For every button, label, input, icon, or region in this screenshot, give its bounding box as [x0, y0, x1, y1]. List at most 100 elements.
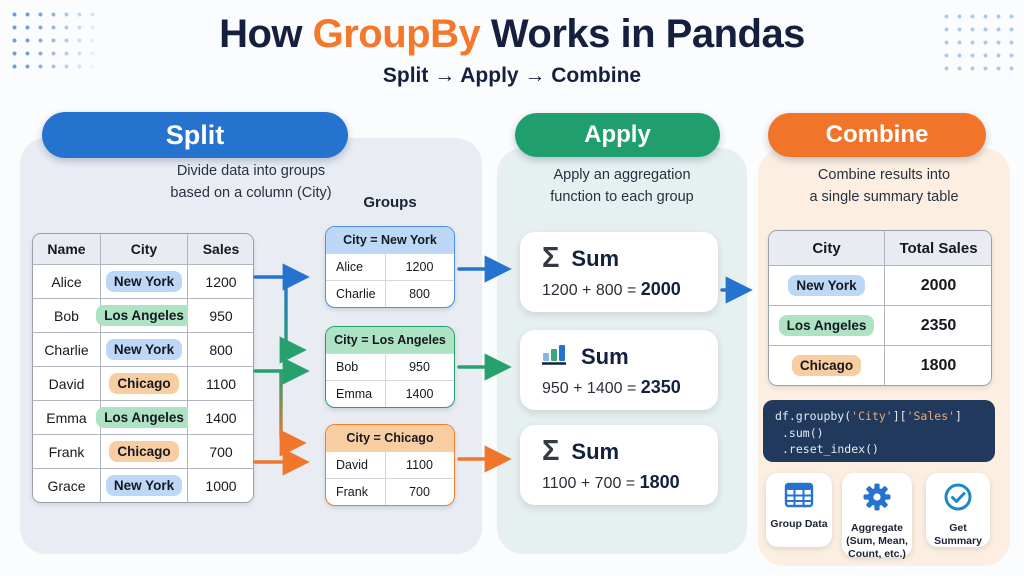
equation-text: 1200 + 800 = — [542, 282, 641, 299]
table-row: Emma Los Angeles 1400 — [33, 400, 253, 434]
group-header: City = Los Angeles — [326, 327, 454, 353]
column-header-name: Name — [33, 234, 101, 264]
apply-stage-pill: Apply — [515, 113, 720, 157]
group-row: Alice 1200 — [326, 253, 454, 280]
city-cell: New York — [769, 265, 885, 305]
city-cell: Chicago — [769, 345, 885, 385]
table-row: David Chicago 1100 — [33, 366, 253, 400]
column-header-sales: Sales — [188, 234, 253, 264]
name-cell: David — [33, 366, 101, 400]
city-highlight: Chicago — [109, 373, 179, 394]
sum-card-title: Sum — [571, 245, 620, 271]
sigma-icon: Σ — [542, 435, 560, 467]
sum-card-los-angeles: Sum 950 + 1400 = 2350 — [520, 330, 718, 410]
badge-aggregate: Aggregate (Sum, Mean, Count, etc.) — [842, 473, 912, 560]
group-table-chicago: City = Chicago David 1100 Frank 700 — [325, 424, 455, 506]
summary-row: New York 2000 — [769, 265, 991, 305]
group-row: Emma 1400 — [326, 380, 454, 407]
group-value-cell: 1100 — [406, 458, 433, 472]
group-value-cell: 1200 — [405, 260, 434, 274]
column-header-total-sales: Total Sales — [885, 231, 991, 265]
code-line-2: .sum() — [782, 425, 824, 440]
badge-get-summary: Get Summary — [926, 473, 990, 547]
sum-card-title: Sum — [571, 438, 620, 464]
page-title: How GroupBy Works in Pandas — [0, 12, 1024, 57]
sum-card-new-york: Σ Sum 1200 + 800 = 2000 — [520, 232, 718, 312]
table-row: Grace New York 1000 — [33, 468, 253, 502]
sales-cell: 1400 — [188, 400, 253, 434]
split-stage-pill: Split — [42, 112, 348, 158]
table-row: Frank Chicago 700 — [33, 434, 253, 468]
code-text: ][ — [892, 409, 907, 423]
combine-panel: Combine results into a single summary ta… — [758, 148, 1010, 566]
equation-result: 2000 — [640, 279, 681, 299]
total-sales-cell: 2000 — [885, 265, 991, 305]
apply-description: Apply an aggregation function to each gr… — [497, 164, 747, 209]
total-sales-cell: 2350 — [885, 305, 991, 345]
groups-label: Groups — [363, 194, 417, 211]
city-cell: New York — [101, 332, 188, 366]
city-cell: New York — [101, 468, 188, 502]
total-sales-cell: 1800 — [885, 345, 991, 385]
decor-dots-top-right — [940, 10, 1016, 72]
sum-equation: 1100 + 700 = 1800 — [542, 472, 718, 493]
summary-header-row: City Total Sales — [769, 231, 991, 265]
city-cell: Chicago — [101, 434, 188, 468]
name-cell: Emma — [33, 400, 101, 434]
combine-description-line1: Combine results into — [817, 167, 951, 183]
name-cell: Grace — [33, 468, 101, 502]
split-description-line2: based on a column (City) — [170, 185, 332, 202]
city-cell: Chicago — [101, 366, 188, 400]
group-header: City = Chicago — [326, 425, 454, 451]
group-table-los-angeles: City = Los Angeles Bob 950 Emma 1400 — [325, 326, 455, 408]
equation-result: 2350 — [640, 377, 681, 397]
group-value-cell: 700 — [409, 485, 430, 499]
group-row: Charlie 800 — [326, 280, 454, 307]
sales-cell: 1000 — [188, 468, 253, 502]
name-cell: Alice — [33, 264, 101, 298]
equation-text: 950 + 1400 = — [542, 380, 641, 397]
sum-equation: 1200 + 800 = 2000 — [542, 279, 718, 300]
combine-description-line2: a single summary table — [809, 189, 959, 206]
code-text: df.groupby( — [775, 409, 852, 423]
workflow-badges: Group Data — [758, 473, 1010, 563]
column-header-city: City — [101, 234, 188, 264]
summary-row: Chicago 1800 — [769, 345, 991, 385]
city-highlight: New York — [105, 271, 183, 292]
city-highlight: New York — [105, 475, 183, 496]
group-value-cell: 950 — [409, 360, 430, 374]
gear-icon — [862, 482, 892, 517]
group-row: Bob 950 — [326, 353, 454, 380]
sales-cell: 700 — [188, 434, 253, 468]
group-row: Frank 700 — [326, 478, 454, 505]
check-circle-icon — [943, 482, 973, 517]
page-subtitle: Split → Apply → Combine — [382, 64, 642, 87]
badge-label: Get Summary — [934, 522, 982, 548]
city-highlight: New York — [105, 339, 183, 360]
column-header-city: City — [769, 231, 885, 265]
summary-row: Los Angeles 2350 — [769, 305, 991, 345]
badge-label: Group Data — [770, 518, 828, 530]
name-cell: Charlie — [33, 332, 101, 366]
code-text: ] — [955, 409, 962, 423]
sales-cell: 950 — [188, 298, 253, 332]
sales-cell: 1200 — [188, 264, 253, 298]
split-description: Divide data into groups based on a colum… — [20, 160, 482, 205]
title-prefix: How — [219, 12, 313, 56]
city-cell: Los Angeles — [96, 400, 192, 434]
decor-dots-top-left — [8, 8, 100, 70]
group-name-cell: Emma — [326, 381, 386, 407]
city-cell: Los Angeles — [769, 305, 885, 345]
equation-result: 1800 — [639, 472, 680, 492]
bar-chart-icon — [542, 342, 569, 371]
badge-group-data: Group Data — [766, 473, 832, 547]
badge-label: Aggregate (Sum, Mean, Count, etc.) — [846, 522, 908, 561]
city-highlight: Chicago — [109, 441, 179, 462]
sum-card-title: Sum — [581, 343, 629, 369]
city-highlight: Los Angeles — [778, 315, 875, 336]
combine-stage-pill: Combine — [768, 113, 986, 157]
group-name-cell: Bob — [326, 354, 386, 380]
group-name-cell: Frank — [326, 479, 386, 505]
city-highlight: New York — [788, 275, 865, 296]
